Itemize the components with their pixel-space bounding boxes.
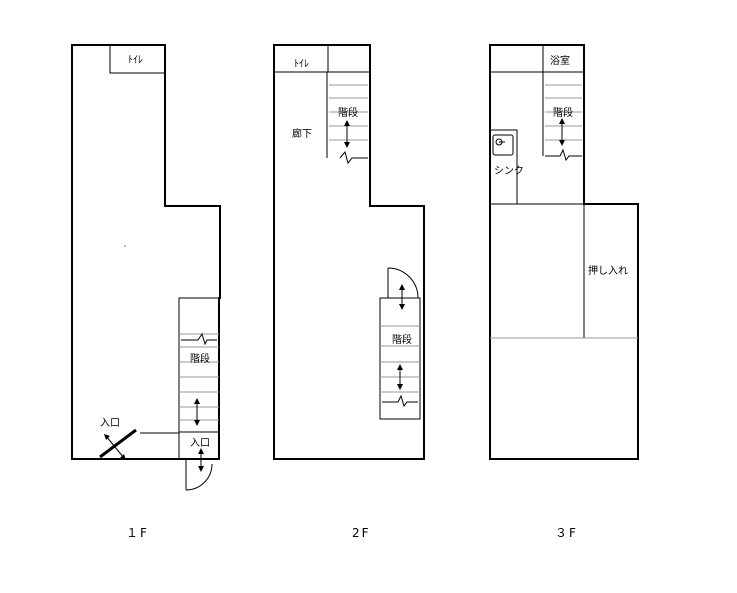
floor-2-stairs-lower-label: 階段 xyxy=(392,333,412,346)
floor-1-label: １F xyxy=(126,526,149,540)
floor-3-stairs-label: 階段 xyxy=(553,106,573,119)
floor-1-stairs-label: 階段 xyxy=(190,352,210,365)
floor-1-stairs: 階段 入口 xyxy=(178,297,220,460)
floor-1-entrance-area: 入口 xyxy=(99,418,179,460)
floor-3-sink-label: シンク xyxy=(494,165,524,177)
floor-2-toilet-label: ﾄｲﾚ xyxy=(294,59,309,70)
floor-2-stairs-upper: 階段 xyxy=(326,71,370,165)
floor-1-toilet xyxy=(109,44,166,74)
floor-1-entrance-door xyxy=(185,448,213,491)
floor-1-entrance-door-label: 入口 xyxy=(190,438,210,449)
floor-2-stairs-lower: 階段 xyxy=(379,297,421,420)
floor-3-plan: 浴室 階段 シンク 押し入れ xyxy=(489,44,639,460)
floor-3-closet-label: 押し入れ xyxy=(588,264,628,277)
floor-2-label: 2F xyxy=(352,526,371,540)
floor-2-plan: ﾄｲﾚ 階段 廊下 xyxy=(273,44,425,460)
floor-2-outline xyxy=(273,44,425,460)
floor-3-stairs: 階段 xyxy=(542,72,582,162)
floor-1-outline xyxy=(71,44,221,460)
floor-1-plan: ﾄｲﾚ 階段 入口 xyxy=(71,44,221,491)
floor-1-entrance-label: 入口 xyxy=(100,418,120,429)
floor-3-sink: シンク xyxy=(489,129,524,205)
floor-3-label: ３F xyxy=(555,526,578,540)
floor-3-bath-label: 浴室 xyxy=(550,54,570,67)
floor-1-toilet-label: ﾄｲﾚ xyxy=(128,55,143,66)
floor-2-stairs-upper-label: 階段 xyxy=(338,106,358,119)
floor-2-door xyxy=(387,267,419,310)
floor-2-corridor-label: 廊下 xyxy=(292,127,312,140)
